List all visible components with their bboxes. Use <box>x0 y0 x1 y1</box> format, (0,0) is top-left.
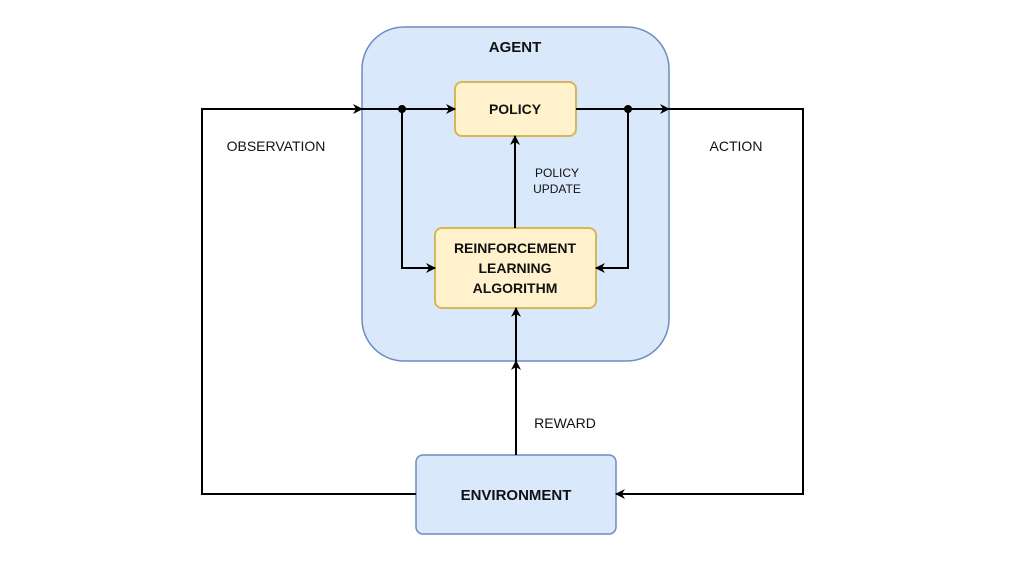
action-label: ACTION <box>710 138 763 154</box>
policy-update-label-line-2: UPDATE <box>533 182 581 196</box>
reward-label: REWARD <box>534 415 596 431</box>
environment-label: ENVIRONMENT <box>461 487 572 504</box>
policy-label: POLICY <box>489 101 542 117</box>
rl-algorithm-label-line-2: LEARNING <box>478 260 551 276</box>
action-to-rl-edge <box>595 109 629 273</box>
action-edge <box>615 108 804 499</box>
rl-algorithm-label-line-3: ALGORITHM <box>473 280 558 296</box>
rl-algorithm-label-line-1: REINFORCEMENT <box>454 240 577 256</box>
agent-title: AGENT <box>489 39 542 56</box>
policy-update-label-line-1: POLICY <box>535 166 579 180</box>
observation-edge <box>201 104 416 495</box>
observation-label: OBSERVATION <box>227 138 326 154</box>
observation-to-rl-edge <box>401 109 436 273</box>
